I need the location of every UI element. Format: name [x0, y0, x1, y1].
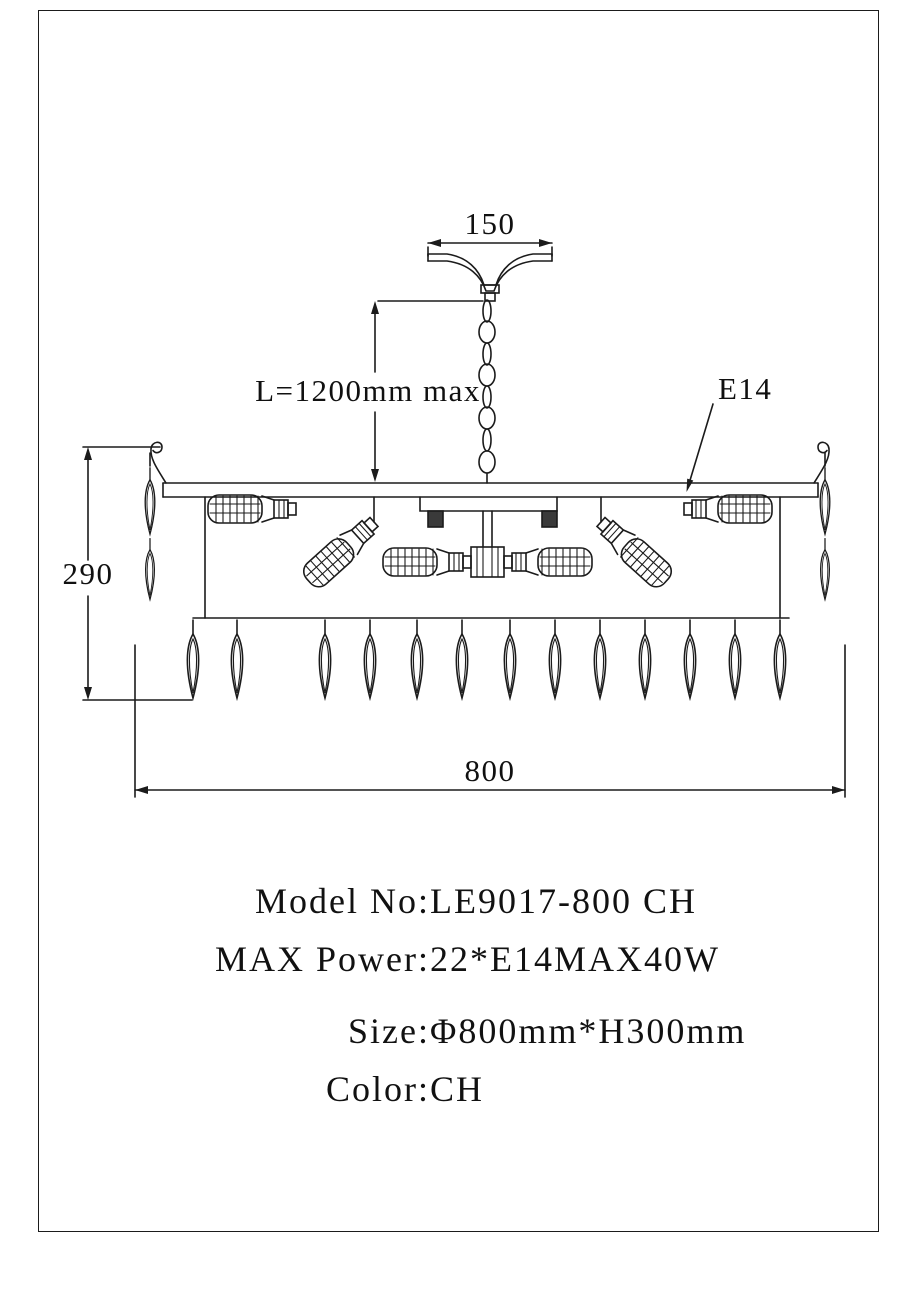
crystal-drop	[230, 619, 244, 699]
suspension-length-value: L=1200mm max	[255, 373, 481, 408]
chain-length-dimension	[371, 300, 484, 482]
crystal-drop	[638, 619, 652, 699]
spec-label: Model No:	[255, 881, 430, 921]
spec-line-model: Model No: LE9017-800 CH	[0, 872, 919, 930]
suspension-chain	[478, 299, 496, 484]
crystal-drop	[503, 619, 517, 699]
e14-bulb-outer-left	[207, 494, 297, 524]
leader-arrow	[686, 478, 694, 492]
e14-bulb-outer-right	[683, 494, 773, 524]
center-hub	[470, 546, 505, 578]
spec-value: 22*E14MAX40W	[430, 939, 720, 979]
spec-value: LE9017-800 CH	[430, 881, 697, 921]
bulb-type-label: E14	[718, 371, 772, 406]
spec-line-color: Color: CH	[0, 1060, 919, 1118]
ceiling-canopy	[427, 253, 553, 302]
e14-bulb-angled-left	[298, 510, 385, 593]
body-width-value: 800	[465, 753, 516, 788]
crystal-row	[186, 619, 787, 699]
crystal-drop	[144, 538, 156, 601]
crystal-drop	[548, 619, 562, 699]
spec-value: Φ800mm*H300mm	[430, 1011, 747, 1051]
body-height-value: 290	[63, 556, 114, 591]
canopy-width-value: 150	[465, 206, 516, 241]
e14-bulb-angled-right	[590, 510, 677, 593]
specification-block: Model No: LE9017-800 CH MAX Power: 22*E1…	[0, 872, 919, 1118]
dim-arrow-right	[539, 239, 552, 247]
spec-value: CH	[430, 1069, 485, 1109]
crystal-drop	[728, 619, 742, 699]
sheet-border	[38, 10, 879, 1232]
crystal-drop	[186, 619, 200, 699]
crystal-drop	[819, 538, 831, 601]
e14-bulb-center-right	[503, 547, 593, 577]
crystal-drop	[593, 619, 607, 699]
crystal-drop	[455, 619, 469, 699]
dim-arrow-up	[371, 301, 379, 314]
spec-line-size: Size: Φ800mm*H300mm	[0, 1002, 919, 1060]
crystal-drop	[144, 467, 156, 535]
crystal-drop	[819, 467, 831, 535]
bulb-type-callout	[686, 403, 714, 492]
dim-arrow-left	[135, 786, 148, 794]
mount-bolt-right	[541, 510, 558, 528]
crystal-drop	[363, 619, 377, 699]
left-end-scroll	[144, 441, 167, 601]
spec-label: Color:	[325, 1069, 430, 1109]
e14-bulb-center-left	[382, 547, 472, 577]
dim-arrow-left	[428, 239, 441, 247]
dim-arrow-up	[84, 447, 92, 460]
crystal-drop	[318, 619, 332, 699]
spec-label: MAX Power:	[215, 939, 430, 979]
dim-arrow-down	[84, 687, 92, 700]
mount-bolt-left	[427, 510, 444, 528]
spec-line-power: MAX Power: 22*E14MAX40W	[0, 930, 919, 988]
spec-label: Size:	[348, 1011, 430, 1051]
dim-arrow-down	[371, 469, 379, 482]
chandelier-technical-drawing: 150 L=1200mm max E14 290 800	[63, 206, 846, 798]
body-height-dimension	[82, 446, 193, 701]
crystal-drop	[773, 619, 787, 699]
crystal-drop	[683, 619, 697, 699]
body-width-dimension	[134, 644, 846, 798]
dim-arrow-right	[832, 786, 845, 794]
right-end-scroll	[813, 441, 831, 601]
crystal-drop	[410, 619, 424, 699]
